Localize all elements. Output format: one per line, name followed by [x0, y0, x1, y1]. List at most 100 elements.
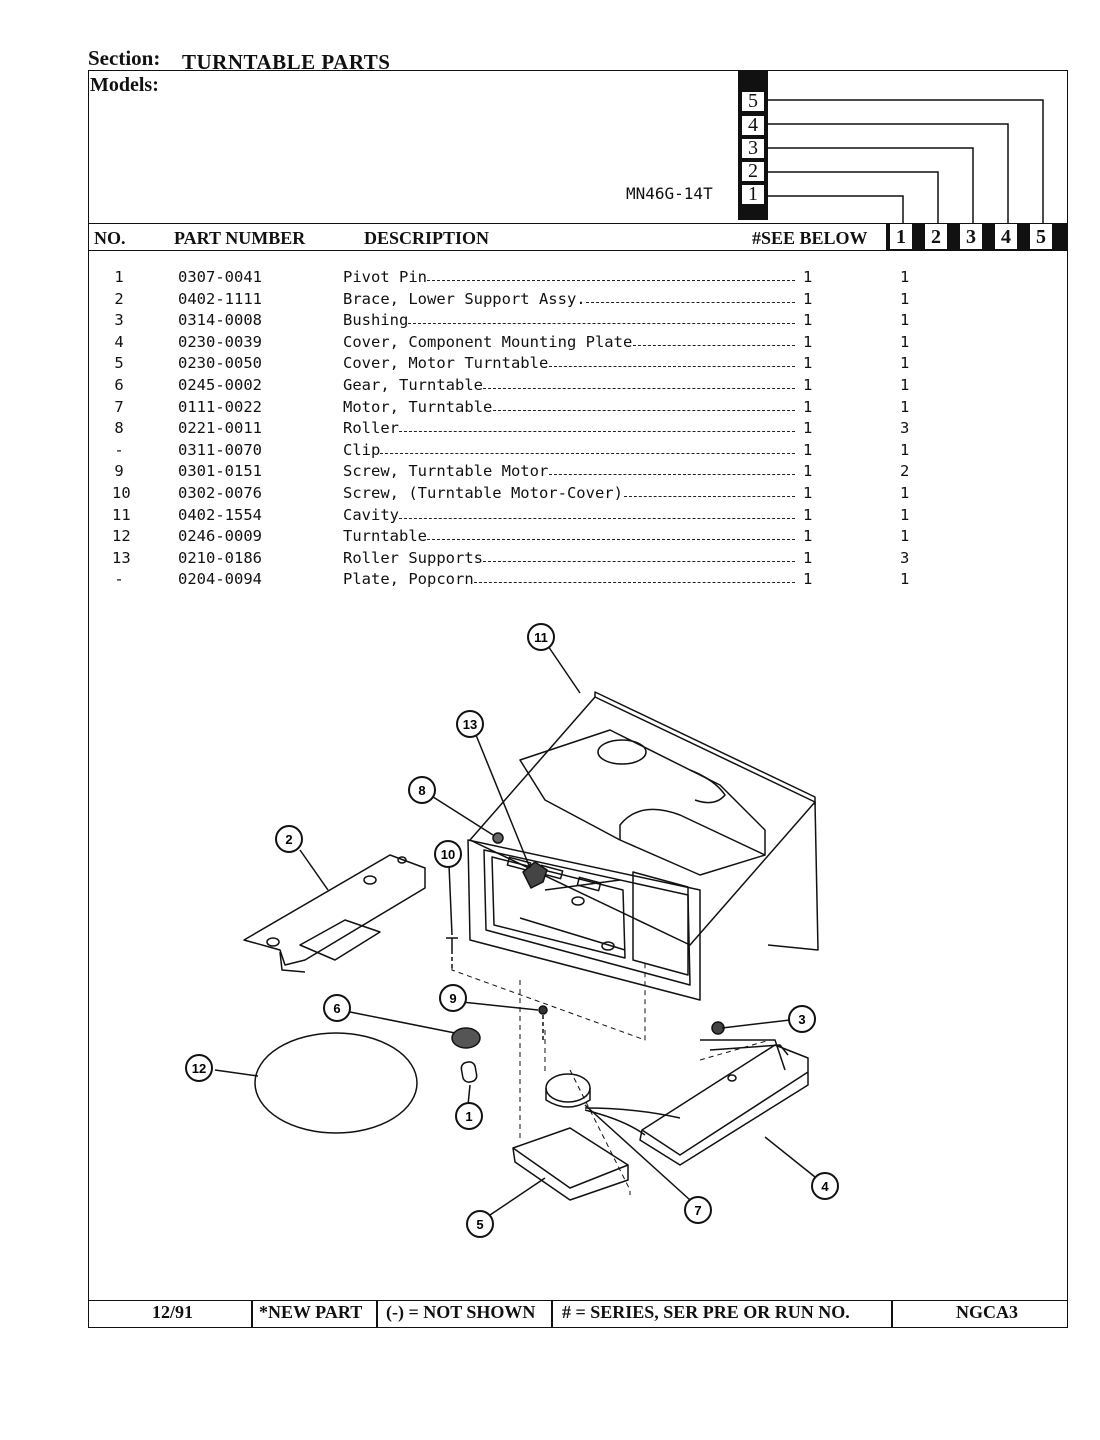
part-row-col1: 1: [900, 311, 910, 330]
models-label: Models:: [90, 74, 159, 96]
part-row-leader: [586, 288, 795, 303]
part-row-no: 11: [112, 505, 131, 524]
part-row-col1: 1: [900, 376, 910, 394]
svg-text:6: 6: [333, 1001, 340, 1016]
model-column-2: 2: [741, 161, 765, 182]
screw-9-shape: [538, 1005, 548, 1040]
part-row-leader: [408, 309, 795, 325]
part-row-no: 12: [112, 527, 131, 546]
part-row-col1: 1: [900, 505, 910, 524]
callout-1: 1: [455, 1102, 483, 1130]
brace-shape: [243, 854, 426, 973]
callout-6: 6: [323, 994, 351, 1022]
part-row-col1: 1: [900, 397, 910, 416]
part-row-leader: [399, 504, 795, 519]
part-row-col1: 1: [900, 289, 910, 308]
part-row-description: Turntable: [343, 527, 427, 546]
table-header-row: [88, 223, 1068, 251]
part-row-number: 0230-0039: [178, 332, 262, 351]
svg-text:12: 12: [192, 1061, 206, 1076]
callout-group: 11 13 8 2 10 9 6 3 12 1 7 4 5: [185, 623, 839, 1238]
part-row-number: 0230-0050: [178, 354, 262, 373]
part-row-description: Roller Supports: [343, 548, 483, 567]
part-row-description: Brace, Lower Support Assy.: [343, 289, 586, 308]
footer-series: # = SERIES, SER PRE OR RUN NO.: [562, 1302, 850, 1322]
svg-text:7: 7: [694, 1203, 701, 1218]
model-connector-lines: [766, 99, 1044, 223]
pivot-pin-shape: [460, 1061, 478, 1083]
part-row-number: 0111-0022: [178, 397, 262, 416]
part-row-qty: 1: [803, 548, 813, 567]
part-row-number: 0301-0151: [178, 462, 262, 481]
part-row-leader: [473, 568, 795, 584]
part-row-no: 13: [112, 548, 131, 567]
footer-code: NGCA3: [956, 1302, 1018, 1322]
callout-4: 4: [811, 1172, 839, 1200]
header-description: DESCRIPTION: [364, 228, 490, 248]
page-frame: [88, 70, 1068, 1328]
part-row-leader: [483, 374, 795, 389]
roller-support-shape: [522, 861, 548, 889]
part-row-leader: [548, 460, 795, 476]
part-row-qty: 1: [803, 376, 813, 394]
header-col-5: 5: [1029, 223, 1053, 250]
part-row-col1: 1: [900, 332, 910, 351]
footer-row: [88, 1300, 1068, 1328]
part-row-col1: 3: [900, 419, 910, 438]
svg-text:4: 4: [821, 1179, 829, 1194]
part-row-leader: [427, 266, 795, 281]
part-row-qty: 1: [803, 268, 813, 286]
part-row-leader: [427, 525, 795, 541]
header-col-4: 4: [994, 223, 1018, 250]
cavity-front-frame: [467, 839, 701, 1001]
part-row-qty: 1: [803, 397, 813, 416]
part-row-qty: 1: [803, 527, 813, 546]
part-row-no: 9: [114, 462, 124, 481]
callout-5: 5: [466, 1210, 494, 1238]
part-row-description: Screw, (Turntable Motor-Cover): [343, 484, 623, 502]
part-row-leader: [548, 352, 795, 368]
svg-text:2: 2: [285, 832, 292, 847]
svg-text:10: 10: [441, 847, 455, 862]
header-part-number: PART NUMBER: [174, 228, 306, 248]
model-column-4: 4: [741, 115, 765, 136]
part-row-description: Pivot Pin: [343, 268, 427, 286]
part-row-col1: 1: [900, 440, 910, 459]
part-row-number: 0210-0186: [178, 548, 262, 567]
header-col-2: 2: [924, 223, 948, 250]
part-row-description: Cover, Component Mounting Plate: [343, 332, 633, 351]
part-row-description: Cover, Motor Turntable: [343, 354, 549, 373]
part-row-leader: [483, 547, 795, 562]
svg-text:8: 8: [418, 783, 425, 798]
callout-9: 9: [439, 984, 467, 1012]
turntable-shape: [254, 1032, 418, 1134]
callout-8: 8: [408, 776, 436, 804]
part-row-qty: 1: [803, 440, 813, 459]
part-row-description: Motor, Turntable: [343, 397, 493, 416]
part-row-leader: [380, 439, 795, 454]
exploded-diagram: 11 13 8 2 10 9 6 3 12 1 7 4 5: [185, 623, 839, 1238]
part-row-no: 7: [114, 397, 124, 416]
model-column-3: 3: [741, 138, 765, 159]
part-row-qty: 1: [803, 311, 813, 330]
callout-12: 12: [185, 1054, 213, 1082]
part-row-col1: 1: [900, 354, 910, 373]
part-row-no: -: [114, 440, 124, 459]
footer-divider: [551, 1300, 553, 1328]
footer-divider: [376, 1300, 378, 1328]
part-row-no: 4: [114, 332, 124, 351]
part-row-number: 0314-0008: [178, 311, 262, 330]
callout-3: 3: [788, 1005, 816, 1033]
model-name: MN46G-14T: [626, 184, 713, 203]
footer-not-shown: (-) = NOT SHOWN: [386, 1302, 536, 1322]
part-row-qty: 1: [803, 570, 813, 589]
part-row-qty: 1: [803, 419, 813, 438]
part-row-description: Clip: [343, 440, 381, 459]
part-row-col1: 1: [900, 527, 910, 546]
callout-10: 10: [434, 840, 462, 868]
part-row-leader: [399, 417, 795, 433]
part-row-description: Bushing: [343, 311, 409, 330]
part-row-qty: 1: [803, 484, 813, 502]
part-row-number: 0245-0002: [178, 376, 262, 394]
part-row-no: 10: [112, 484, 131, 502]
